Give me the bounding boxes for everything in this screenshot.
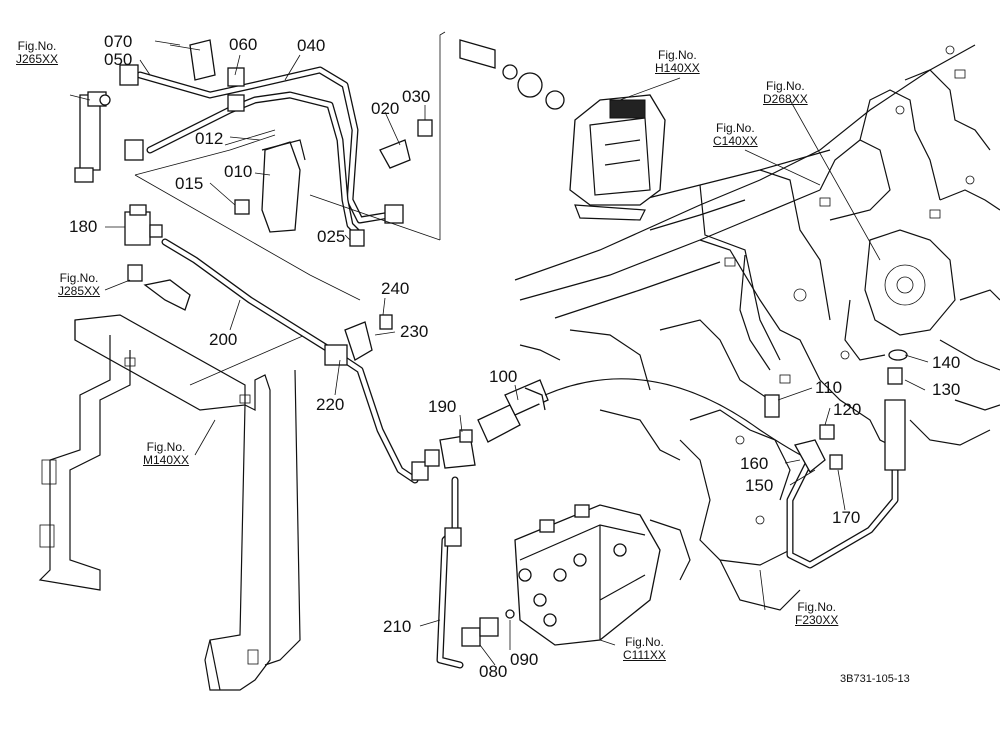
- part-label-210: 210: [383, 617, 412, 636]
- part-label-015: 015: [175, 174, 204, 193]
- part-label-070: 070: [104, 32, 133, 51]
- figure-ref-caption: Fig.No.: [17, 39, 57, 53]
- part-label-200: 200: [209, 330, 238, 349]
- left-connector-assembly: [74, 91, 111, 183]
- part-label-160: 160: [740, 454, 769, 473]
- figure-ref-j285: Fig.No. J285XX: [58, 272, 100, 298]
- figure-ref-d268: Fig.No. D268XX: [763, 80, 808, 106]
- figure-ref-code: C140XX: [713, 134, 758, 148]
- figure-ref-code: F230XX: [795, 613, 839, 627]
- figure-ref-caption: Fig.No.: [766, 79, 805, 93]
- part-label-080: 080: [479, 662, 508, 681]
- part-label-230: 230: [400, 322, 429, 341]
- figure-ref-caption: Fig.No.: [59, 271, 99, 285]
- part-label-090: 090: [510, 650, 539, 669]
- figure-ref-j265: Fig.No. J265XX: [16, 40, 58, 66]
- figure-ref-h140: Fig.No. H140XX: [655, 49, 700, 75]
- part-label-025: 025: [317, 227, 346, 246]
- part-label-020: 020: [371, 99, 400, 118]
- pressure-hose-assembly: [424, 378, 811, 669]
- part-label-190: 190: [428, 397, 457, 416]
- part-label-180: 180: [69, 217, 98, 236]
- front-frame: [38, 314, 301, 691]
- callout-frame-lines: [134, 31, 446, 386]
- leader-lines: [69, 40, 929, 666]
- figure-ref-code: H140XX: [655, 61, 700, 75]
- steering-pipes: [119, 39, 433, 247]
- figure-ref-caption: Fig.No.: [625, 635, 664, 649]
- part-label-040: 040: [297, 36, 326, 55]
- part-label-030: 030: [402, 87, 431, 106]
- figure-ref-m140: Fig.No. M140XX: [143, 441, 189, 467]
- part-label-012: 012: [195, 129, 224, 148]
- pipe-200-assembly: [124, 204, 429, 484]
- power-steering-unit: [459, 39, 666, 221]
- figure-ref-caption: Fig.No.: [797, 600, 837, 614]
- figure-ref-code: M140XX: [143, 453, 190, 467]
- part-label-130: 130: [932, 380, 961, 399]
- part-label-170: 170: [832, 508, 861, 527]
- figure-ref-c111: Fig.No. C111XX: [623, 636, 666, 662]
- part-label-120: 120: [833, 400, 862, 419]
- part-label-110: 110: [815, 378, 843, 397]
- figure-ref-caption: Fig.No.: [716, 121, 755, 135]
- figure-ref-c140: Fig.No. C140XX: [713, 122, 758, 148]
- part-label-140: 140: [932, 353, 961, 372]
- figure-ref-caption: Fig.No.: [146, 440, 186, 454]
- figure-ref-caption: Fig.No.: [658, 48, 697, 62]
- part-label-220: 220: [316, 395, 345, 414]
- part-label-010: 010: [224, 162, 253, 181]
- transmission-housing: [514, 44, 1000, 611]
- drawing-number: 3B731-105-13: [840, 673, 910, 685]
- figure-ref-f230: Fig.No. F230XX: [795, 601, 838, 627]
- figure-ref-code: J265XX: [16, 52, 59, 66]
- part-label-050: 050: [104, 50, 133, 69]
- figure-ref-code: C111XX: [623, 648, 666, 662]
- part-label-240: 240: [381, 279, 410, 298]
- figure-ref-code: D268XX: [763, 92, 808, 106]
- part-label-100: 100: [489, 367, 518, 386]
- part-label-060: 060: [229, 35, 258, 54]
- part-label-150: 150: [745, 476, 774, 495]
- figure-ref-code: J285XX: [58, 284, 101, 298]
- return-pipe: [764, 349, 908, 569]
- control-valve: [514, 504, 661, 646]
